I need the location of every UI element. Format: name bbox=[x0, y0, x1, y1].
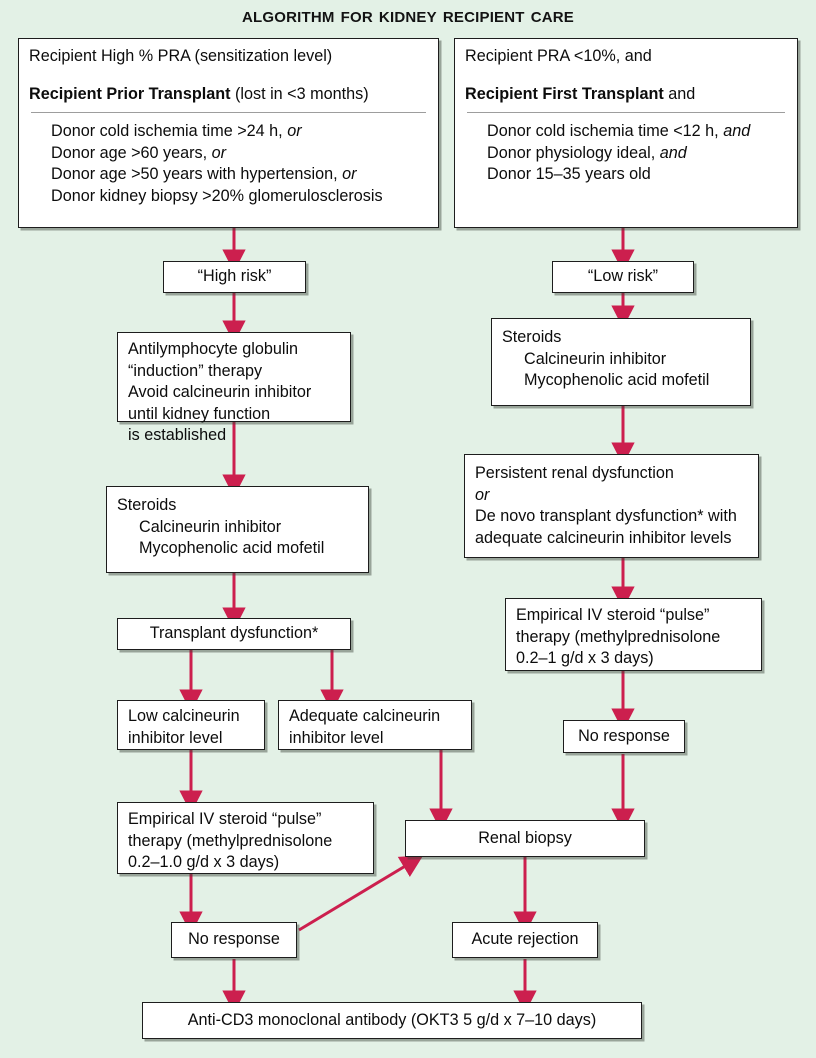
box-high-risk-criteria[interactable]: Recipient High % PRA (sensitization leve… bbox=[18, 38, 439, 228]
lowcrit-head-2: Recipient First Transplant and bbox=[465, 84, 787, 106]
box-no-response-right[interactable]: No response bbox=[563, 720, 685, 753]
acute-rejection-text: Acute rejection bbox=[471, 930, 579, 949]
box-transplant-dysfunction[interactable]: Transplant dysfunction* bbox=[117, 618, 351, 650]
criteria-item-1-conj: or bbox=[211, 143, 227, 162]
induction-l5: is established bbox=[128, 426, 227, 444]
box-high-risk-label[interactable]: “High risk” bbox=[163, 261, 306, 293]
no-response-left-text: No response bbox=[188, 930, 280, 949]
steroids-left-l3: Mycophenolic acid mofetil bbox=[139, 539, 325, 557]
criteria-item-2-conj: or bbox=[342, 165, 357, 183]
pulse-right-l3: 0.2–1 g/d x 3 days) bbox=[516, 649, 654, 667]
lowcrit-item-2: Donor 15–35 years old bbox=[465, 164, 787, 186]
pulse-left-l1: Empirical IV steroid “pulse” bbox=[128, 810, 322, 828]
box-okt3-therapy[interactable]: Anti-CD3 monoclonal antibody (OKT3 5 g/d… bbox=[142, 1002, 642, 1039]
steroids-right-l1: Steroids bbox=[502, 328, 562, 346]
page-title: Algorithm for Kidney Recipient Care bbox=[241, 4, 574, 27]
persistent-l3: De novo transplant dysfunction* with bbox=[475, 507, 737, 525]
box-steroids-left[interactable]: Steroids Calcineurin inhibitor Mycopheno… bbox=[106, 486, 369, 573]
criteria-item-0: Donor cold ischemia time >24 h, or bbox=[29, 121, 428, 143]
pulse-left-l3: 0.2–1.0 g/d x 3 days) bbox=[128, 853, 280, 871]
lowcrit-head-2-rest: and bbox=[663, 84, 696, 103]
no-response-right-text: No response bbox=[578, 726, 670, 745]
lowcrit-divider bbox=[467, 112, 785, 113]
adequate-cni-l1: Adequate calcineurin bbox=[289, 707, 441, 725]
criteria-item-2: Donor age >50 years with hypertension, o… bbox=[29, 164, 428, 186]
persistent-l4: adequate calcineurin inhibitor levels bbox=[475, 528, 732, 547]
persistent-l1: Persistent renal dysfunction bbox=[475, 464, 674, 482]
criteria-item-3: Donor kidney biopsy >20% glomerulosclero… bbox=[29, 186, 428, 208]
criteria-head-2-rest: (lost in <3 months) bbox=[230, 84, 369, 103]
lowcrit-item-1: Donor physiology ideal, and bbox=[465, 143, 787, 165]
box-low-risk-criteria[interactable]: Recipient PRA <10%, and Recipient First … bbox=[454, 38, 798, 228]
criteria-item-1: Donor age >60 years, or bbox=[29, 143, 428, 165]
induction-l4: until kidney function bbox=[128, 404, 271, 423]
lowcrit-item-1-conj: and bbox=[659, 143, 687, 162]
criteria-item-0-text: Donor cold ischemia time >24 h, bbox=[51, 122, 283, 140]
pulse-right-l2: therapy (methylprednisolone bbox=[516, 627, 721, 646]
low-cni-l2: inhibitor level bbox=[128, 728, 223, 747]
box-steroids-right[interactable]: Steroids Calcineurin inhibitor Mycopheno… bbox=[491, 318, 751, 406]
pulse-right-l1: Empirical IV steroid “pulse” bbox=[516, 606, 710, 624]
box-low-risk-label[interactable]: “Low risk” bbox=[552, 261, 694, 293]
criteria-head-1: Recipient High % PRA (sensitization leve… bbox=[29, 47, 333, 65]
box-acute-rejection[interactable]: Acute rejection bbox=[452, 922, 598, 958]
transplant-dysfunction-text: Transplant dysfunction* bbox=[149, 624, 319, 643]
induction-l3: Avoid calcineurin inhibitor bbox=[128, 383, 312, 401]
box-renal-biopsy[interactable]: Renal biopsy bbox=[405, 820, 645, 857]
adequate-cni-l2: inhibitor level bbox=[289, 728, 384, 747]
high-risk-text: “High risk” bbox=[197, 267, 272, 286]
criteria-head-2: Recipient Prior Transplant (lost in <3 m… bbox=[29, 84, 428, 106]
box-low-cni-level[interactable]: Low calcineurin inhibitor level bbox=[117, 700, 265, 750]
induction-l1: Antilymphocyte globulin bbox=[128, 340, 299, 358]
box-induction-therapy[interactable]: Antilymphocyte globulin “induction” ther… bbox=[117, 332, 351, 444]
box-adequate-cni-level[interactable]: Adequate calcineurin inhibitor level bbox=[278, 700, 472, 750]
steroids-left-l2: Calcineurin inhibitor bbox=[139, 517, 282, 536]
okt3-text: Anti-CD3 monoclonal antibody (OKT3 5 g/d… bbox=[187, 1010, 597, 1029]
lowcrit-item-1-text: Donor physiology ideal, bbox=[487, 143, 656, 162]
renal-biopsy-text: Renal biopsy bbox=[478, 828, 572, 847]
steroids-left-l1: Steroids bbox=[117, 496, 177, 514]
lowcrit-head-1: Recipient PRA <10%, and bbox=[465, 47, 652, 65]
lowcrit-item-0: Donor cold ischemia time <12 h, and bbox=[465, 121, 787, 143]
box-no-response-left[interactable]: No response bbox=[171, 922, 297, 958]
criteria-item-1-text: Donor age >60 years, bbox=[51, 143, 208, 162]
criteria-item-2-text: Donor age >50 years with hypertension, bbox=[51, 165, 338, 183]
steroids-right-l3: Mycophenolic acid mofetil bbox=[524, 371, 710, 389]
criteria-head-2-bold: Recipient Prior Transplant bbox=[29, 84, 231, 103]
criteria-divider bbox=[31, 112, 426, 113]
pulse-left-l2: therapy (methylprednisolone bbox=[128, 831, 333, 850]
low-cni-l1: Low calcineurin bbox=[128, 707, 240, 725]
criteria-item-3-text: Donor kidney biopsy >20% glomerulosclero… bbox=[51, 186, 383, 205]
persistent-l2: or bbox=[475, 485, 490, 504]
box-persistent-dysfunction[interactable]: Persistent renal dysfunction or De novo … bbox=[464, 454, 759, 558]
lowcrit-item-0-text: Donor cold ischemia time <12 h, bbox=[487, 122, 719, 140]
box-pulse-therapy-left[interactable]: Empirical IV steroid “pulse” therapy (me… bbox=[117, 802, 374, 874]
lowcrit-head-2-bold: Recipient First Transplant bbox=[465, 84, 664, 103]
criteria-item-0-conj: or bbox=[287, 122, 302, 140]
steroids-right-l2: Calcineurin inhibitor bbox=[524, 349, 667, 368]
box-pulse-therapy-right[interactable]: Empirical IV steroid “pulse” therapy (me… bbox=[505, 598, 762, 671]
lowcrit-item-0-conj: and bbox=[723, 122, 751, 140]
induction-l2: “induction” therapy bbox=[128, 361, 263, 380]
low-risk-text: “Low risk” bbox=[587, 267, 659, 286]
lowcrit-item-2-text: Donor 15–35 years old bbox=[487, 165, 651, 183]
